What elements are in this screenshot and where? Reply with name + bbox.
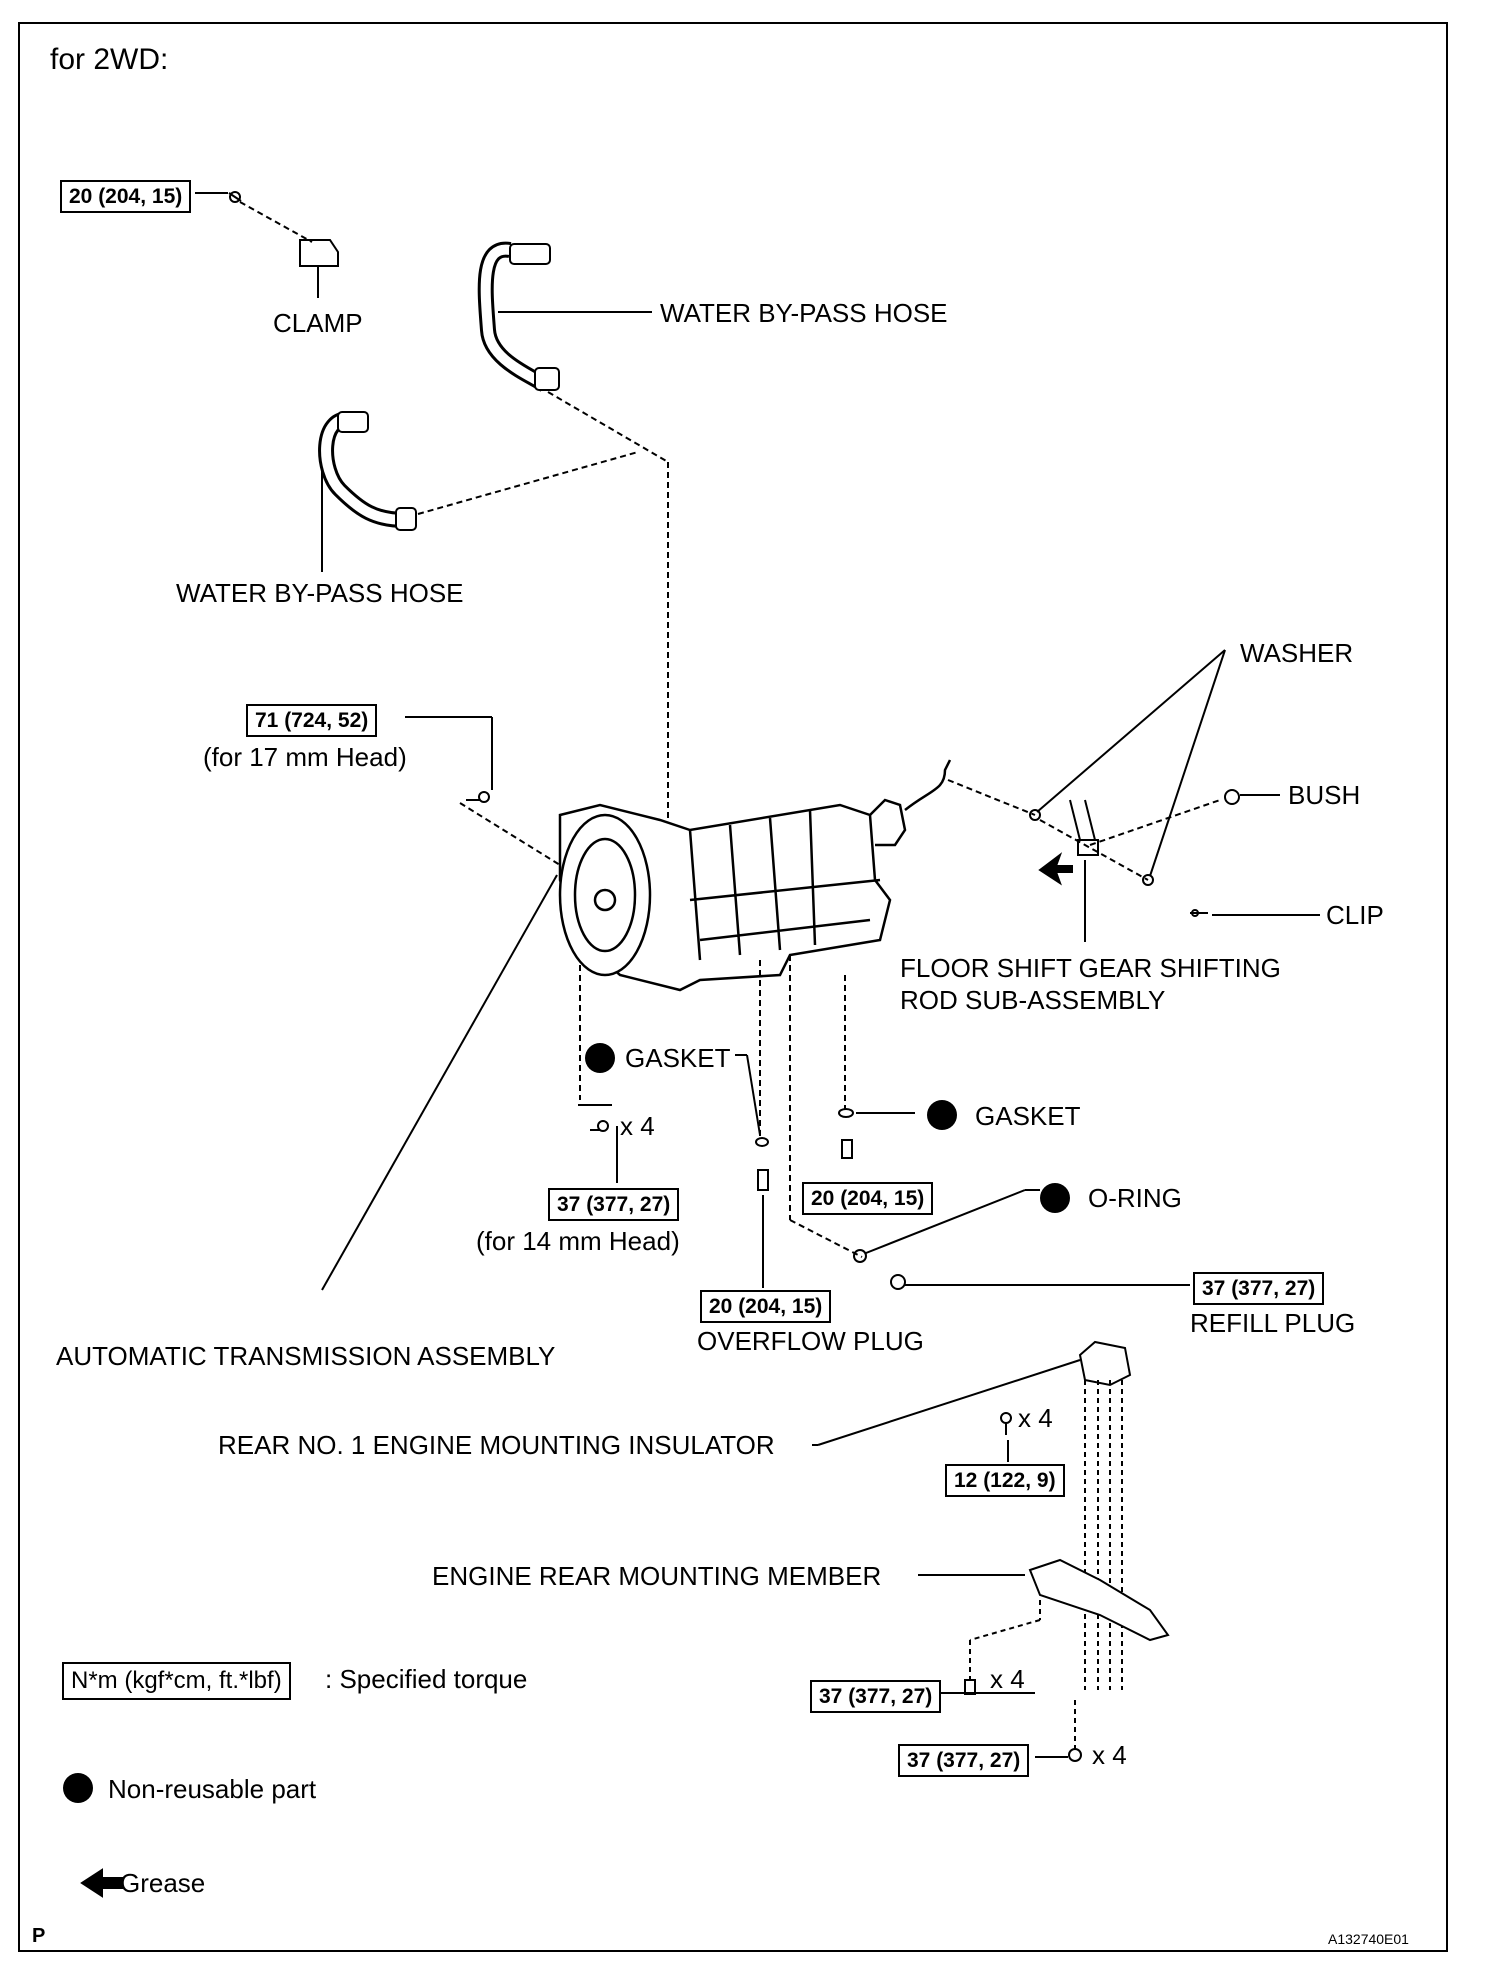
torque-member-b: 37 (377, 27) (898, 1744, 1030, 1777)
label-head17: (for 17 mm Head) (203, 742, 407, 772)
member-nut-icon (1068, 1748, 1082, 1762)
grease-legend-icon (80, 1868, 123, 1898)
label-o-ring: O-RING (1088, 1183, 1182, 1213)
label-floor-shift-2: ROD SUB-ASSEMBLY (900, 985, 1166, 1015)
label-x4-member-nut: x 4 (1092, 1740, 1127, 1770)
label-water-hose-upper: WATER BY-PASS HOSE (660, 298, 948, 328)
diagram-frame (18, 22, 1448, 1952)
gasket-left-icon (755, 1137, 769, 1147)
label-at-assembly: AUTOMATIC TRANSMISSION ASSEMBLY (56, 1341, 556, 1371)
torque-head17: 71 (724, 52) (246, 704, 378, 737)
washer-icon-2 (1142, 874, 1154, 886)
label-washer: WASHER (1240, 638, 1354, 668)
legend-grease: Grease (120, 1868, 206, 1898)
overflow-plug-icon (757, 1169, 769, 1191)
non-reusable-icon (927, 1100, 957, 1130)
torque-head14: 37 (377, 27) (548, 1188, 680, 1221)
member-bolt-icon (964, 1679, 976, 1695)
non-reusable-icon (1040, 1183, 1070, 1213)
label-floor-shift-1: FLOOR SHIFT GEAR SHIFTING (900, 953, 1281, 983)
torque-overflow: 20 (204, 15) (700, 1290, 832, 1323)
head14-bolt-icon (590, 1120, 609, 1132)
head17-bolt-icon (466, 791, 490, 803)
label-refill-plug: REFILL PLUG (1190, 1308, 1356, 1338)
clamp-icon (299, 239, 339, 267)
label-x4-head14: x 4 (620, 1111, 655, 1141)
label-rear-insulator: REAR NO. 1 ENGINE MOUNTING INSULATOR (218, 1430, 775, 1460)
label-overflow-plug: OVERFLOW PLUG (697, 1326, 924, 1356)
refill-plug-icon (890, 1274, 906, 1290)
label-bush: BUSH (1288, 780, 1361, 810)
label-clip: CLIP (1326, 900, 1384, 930)
bush-icon (1224, 789, 1240, 805)
pan-bolt-icon (841, 1139, 853, 1159)
o-ring-icon (853, 1249, 867, 1263)
figure-id: A132740E01 (1328, 1931, 1409, 1947)
non-reusable-legend-icon (63, 1773, 93, 1803)
legend-torque-desc: : Specified torque (325, 1664, 528, 1694)
label-head14: (for 14 mm Head) (476, 1226, 680, 1256)
insulator-bolt-icon (1000, 1412, 1012, 1435)
label-gasket-right: GASKET (975, 1101, 1081, 1131)
page-title: for 2WD: (50, 43, 169, 76)
label-x4-insulator: x 4 (1018, 1403, 1053, 1433)
label-water-hose-lower: WATER BY-PASS HOSE (176, 578, 464, 608)
mount-member-icon (1028, 1558, 1170, 1642)
transmission-assembly-icon (558, 759, 952, 992)
shift-rod-icon (1069, 799, 1099, 856)
non-reusable-icon (585, 1043, 615, 1073)
clamp-bolt-icon (228, 191, 242, 203)
insulator-icon (1078, 1340, 1132, 1387)
grease-arrow-icon (1038, 852, 1073, 886)
gasket-right-icon (838, 1108, 854, 1118)
torque-pan-bolt: 20 (204, 15) (802, 1182, 934, 1215)
legend-non-reusable: Non-reusable part (108, 1774, 317, 1804)
label-x4-member: x 4 (990, 1664, 1025, 1694)
page-mark: P (32, 1925, 46, 1947)
torque-member-a: 37 (377, 27) (810, 1680, 942, 1713)
washer-icon-1 (1029, 809, 1041, 821)
label-clamp: CLAMP (273, 308, 363, 338)
torque-insulator: 12 (122, 9) (945, 1464, 1065, 1497)
torque-clamp-bolt: 20 (204, 15) (60, 180, 192, 213)
torque-refill: 37 (377, 27) (1193, 1272, 1325, 1305)
label-mount-member: ENGINE REAR MOUNTING MEMBER (432, 1561, 882, 1591)
clip-icon (1190, 909, 1208, 917)
label-gasket-left: GASKET (625, 1043, 731, 1073)
legend-torque-box: N*m (kgf*cm, ft.*lbf) (62, 1662, 291, 1700)
